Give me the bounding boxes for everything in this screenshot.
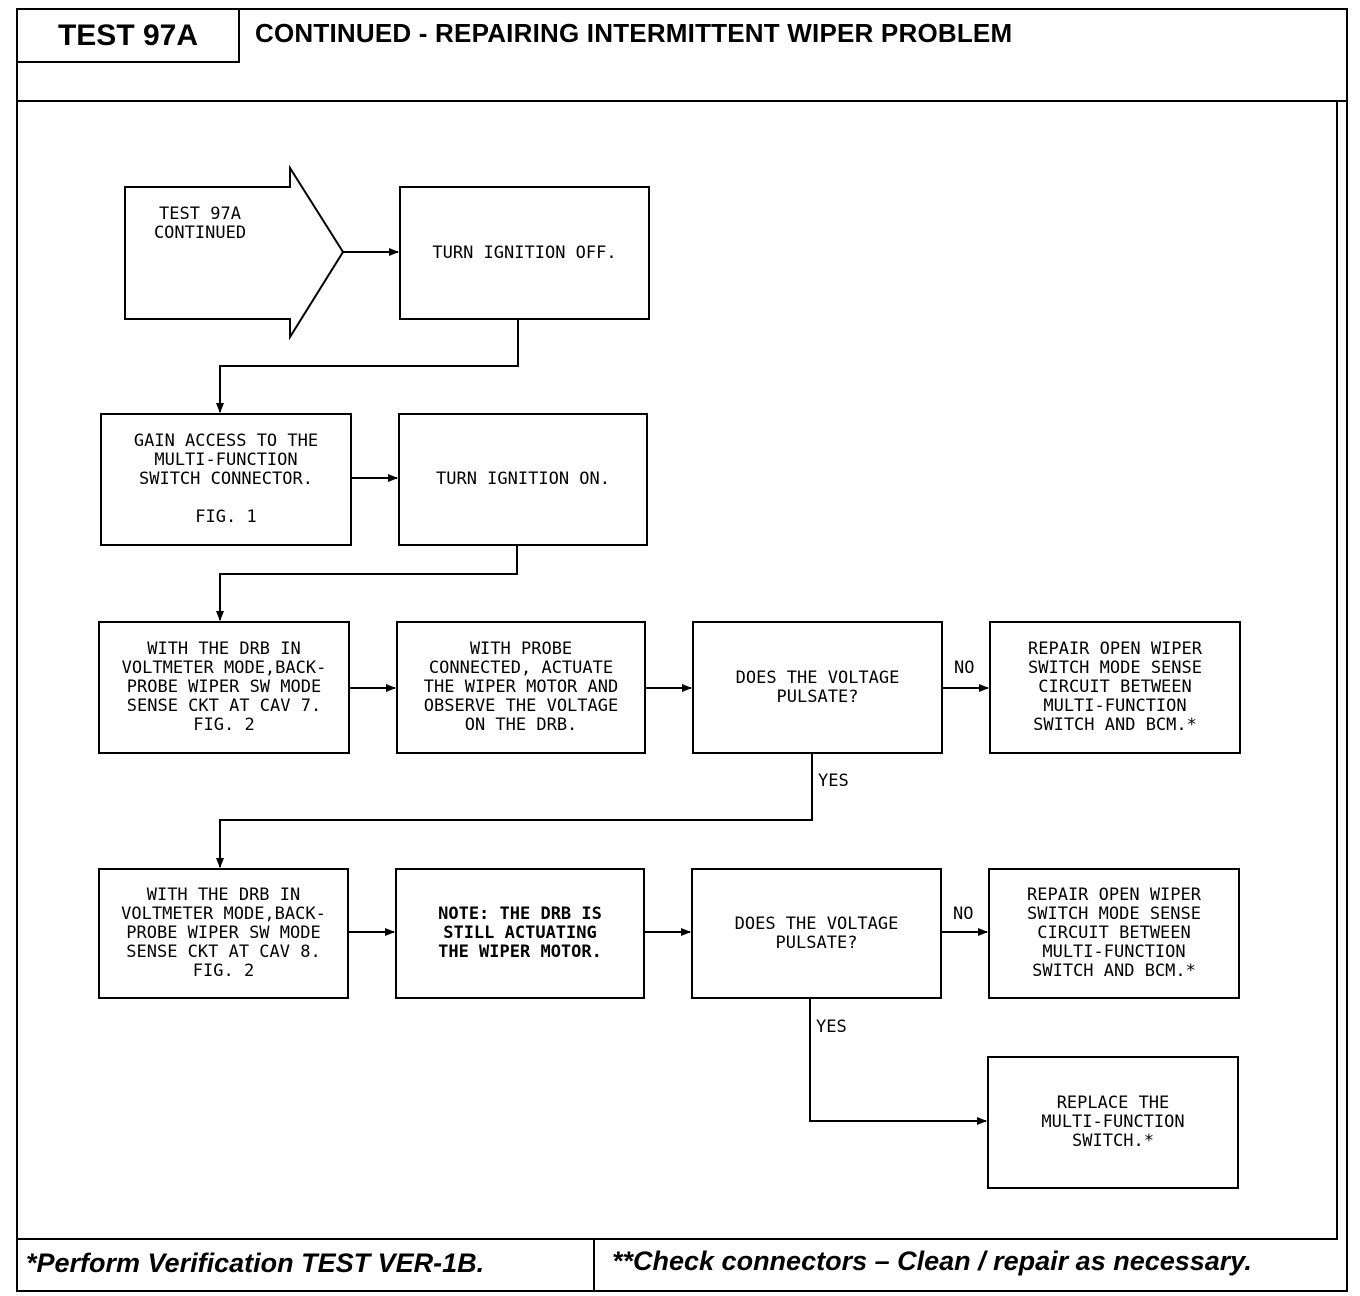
question-pulsate-box-1: DOES THE VOLTAGE PULSATE? (692, 621, 943, 754)
arrow-on-to-cav7 (216, 545, 518, 621)
yes-label-1: YES (818, 771, 849, 791)
probe-cav8-box: WITH THE DRB IN VOLTMETER MODE,BACK- PRO… (98, 868, 349, 999)
yes-label-2: YES (816, 1017, 847, 1037)
note-box: NOTE: THE DRB IS STILL ACTUATING THE WIP… (395, 868, 645, 999)
start-arrow-shape (124, 164, 345, 341)
question-pulsate-box-2: DOES THE VOLTAGE PULSATE? (691, 868, 942, 999)
no-label-2: NO (953, 904, 974, 924)
turn-ignition-on-box: TURN IGNITION ON. (398, 413, 648, 546)
repair-open-box-1: REPAIR OPEN WIPER SWITCH MODE SENSE CIRC… (989, 621, 1241, 754)
no-label-1: NO (954, 658, 975, 678)
turn-ignition-off-box: TURN IGNITION OFF. (399, 186, 650, 320)
gain-access-box: GAIN ACCESS TO THE MULTI-FUNCTION SWITCH… (100, 413, 352, 546)
page-title: CONTINUED - REPAIRING INTERMITTENT WIPER… (255, 18, 1013, 48)
probe-cav7-box: WITH THE DRB IN VOLTMETER MODE,BACK- PRO… (98, 621, 350, 754)
repair-open-box-2: REPAIR OPEN WIPER SWITCH MODE SENSE CIRC… (988, 868, 1240, 999)
arrow-q2-yes (809, 998, 987, 1125)
footer-connectors-note: **Check connectors – Clean / repair as n… (612, 1246, 1252, 1276)
arrow-off-to-access (216, 319, 519, 413)
start-label: TEST 97A CONTINUED (153, 204, 247, 243)
replace-switch-box: REPLACE THE MULTI-FUNCTION SWITCH.* (987, 1056, 1239, 1189)
footer-verification-note: *Perform Verification TEST VER-1B. (26, 1248, 485, 1278)
content-frame (16, 100, 1338, 1240)
test-label: TEST 97A (16, 8, 240, 63)
actuate-wiper-box: WITH PROBE CONNECTED, ACTUATE THE WIPER … (396, 621, 646, 754)
footer-divider (593, 1240, 595, 1292)
arrow-q1-yes (216, 753, 813, 868)
